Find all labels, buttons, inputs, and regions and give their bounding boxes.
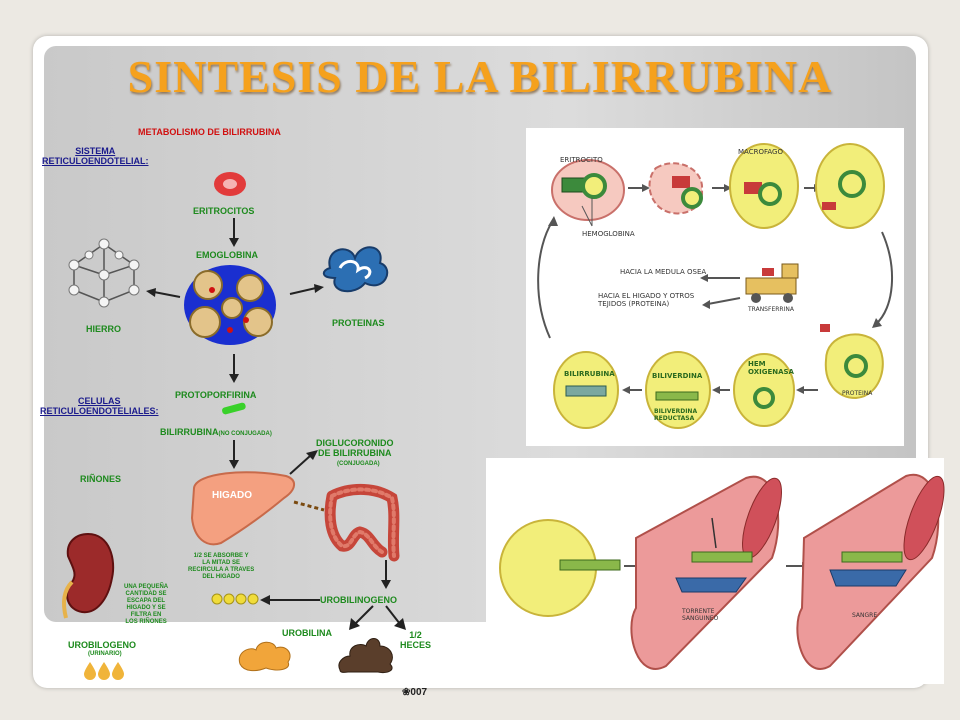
bile-flow-arrow xyxy=(293,500,325,512)
heces-label: 1/2 HECES xyxy=(400,630,432,650)
bilirrubina-label-r: BILIRRUBINA xyxy=(564,370,615,378)
bilirrubina-label: BILIRRUBINA(NO CONJUGADA) xyxy=(160,427,272,438)
arrow-to-dots xyxy=(260,595,320,605)
urobilinogen-dots-icon xyxy=(211,593,259,605)
blood-transport-illustration: TORRENTE SANGUINEO SANGRE xyxy=(486,458,945,684)
slide-title: SINTESIS DE LA BILIRRUBINA xyxy=(127,51,833,102)
footer-mark: ❀007 xyxy=(402,687,428,698)
kidney-icon xyxy=(62,532,115,619)
torrente-label: TORRENTE SANGUINEO xyxy=(682,608,719,622)
bilirrubina-note: (NO CONJUGADA) xyxy=(218,431,272,437)
transferrina-label: TRANSFERRINA xyxy=(748,306,794,313)
diglucoronido-note: (CONJUGADA) xyxy=(337,461,380,467)
arrow-to-proteinas xyxy=(289,284,324,295)
proteina-label: PROTEINA xyxy=(842,390,873,397)
arrow-down-3 xyxy=(229,440,239,469)
arrow-to-urobilina xyxy=(349,605,374,630)
urine-drops-icon xyxy=(84,662,124,680)
protein-icon xyxy=(322,246,389,293)
system-label: SISTEMA RETICULOENDOTELIAL: xyxy=(42,146,149,166)
urobilinogeno-label: UROBILINOGENO xyxy=(320,595,398,605)
iron-lattice-icon xyxy=(68,238,140,308)
higado-label: HIGADO xyxy=(212,490,252,501)
sangre-label: SANGRE xyxy=(852,612,878,619)
erythrocyte-icon xyxy=(214,172,246,196)
biliverdina-label: BILIVERDINA xyxy=(652,372,703,380)
hem-oxigenasa-label: HEM OXIGENASA xyxy=(748,360,794,376)
bilirrubina-text: BILIRRUBINA xyxy=(160,427,219,437)
protoporphyrin-icon xyxy=(222,402,246,415)
hemoglobina-label: EMOGLOBINA xyxy=(196,250,258,260)
urinario-label: (URINARIO) xyxy=(88,651,122,657)
erythrocyte-cycle-illustration: ERITROCITO HEMOGLOBINA MACROFAGO HACIA L… xyxy=(526,128,904,446)
liver-icon xyxy=(190,471,295,546)
eritrocito-label: ERITROCITO xyxy=(560,156,603,164)
cycle-drawing xyxy=(537,143,893,429)
hacia-medula-label: HACIA LA MEDULA OSEA xyxy=(620,268,707,276)
urobilina-label: UROBILINA xyxy=(282,628,332,638)
transport-drawing xyxy=(499,473,945,670)
arrow-down-2 xyxy=(229,354,239,383)
arrow-down-1 xyxy=(229,218,239,247)
hacia-higado-label: HACIA EL HIGADO Y OTROS TEJIDOS (PROTEIN… xyxy=(598,292,695,308)
arrow-down-4 xyxy=(381,560,391,589)
rinones-label: RIÑONES xyxy=(80,474,122,484)
cells-label: CELULAS RETICULOENDOTELIALES: xyxy=(40,396,159,416)
diglucoronido-label: DIGLUCORONIDO DE BILIRRUBINA xyxy=(316,438,394,458)
urobilin-splash-icon xyxy=(238,641,291,672)
feces-icon xyxy=(338,638,393,673)
diagram-heading: METABOLISMO DE BILIRRUBINA xyxy=(138,127,281,137)
pequena-note: UNA PEQUEÑA CANTIDAD SE ESCAPA DEL HIGAD… xyxy=(124,584,169,625)
arrow-to-diglucoronido xyxy=(289,450,318,475)
hemoglobina-label-r: HEMOGLOBINA xyxy=(582,230,635,238)
macrofago-label: MACROFAGO xyxy=(738,148,783,156)
urobilogeno-label: UROBILOGENO xyxy=(68,640,137,650)
intestine-icon xyxy=(324,483,400,562)
arrow-to-heces xyxy=(385,605,406,630)
reabsorcion-note: 1/2 SE ABSORBE Y LA MITAD SE RECIRCULA A… xyxy=(188,553,255,580)
hierro-label: HIERRO xyxy=(86,324,122,334)
protoporfirina-label: PROTOPORFIRINA xyxy=(175,390,257,400)
proteinas-label: PROTEINAS xyxy=(332,318,385,328)
arrow-to-hierro xyxy=(146,288,181,298)
signature-icon: ❀ xyxy=(402,687,411,698)
eritrocitos-label: ERITROCITOS xyxy=(193,206,255,216)
hemoglobin-molecule-icon xyxy=(184,265,276,345)
biliverdina-reductasa-label: BILIVERDINA REDUCTASA xyxy=(654,408,698,422)
